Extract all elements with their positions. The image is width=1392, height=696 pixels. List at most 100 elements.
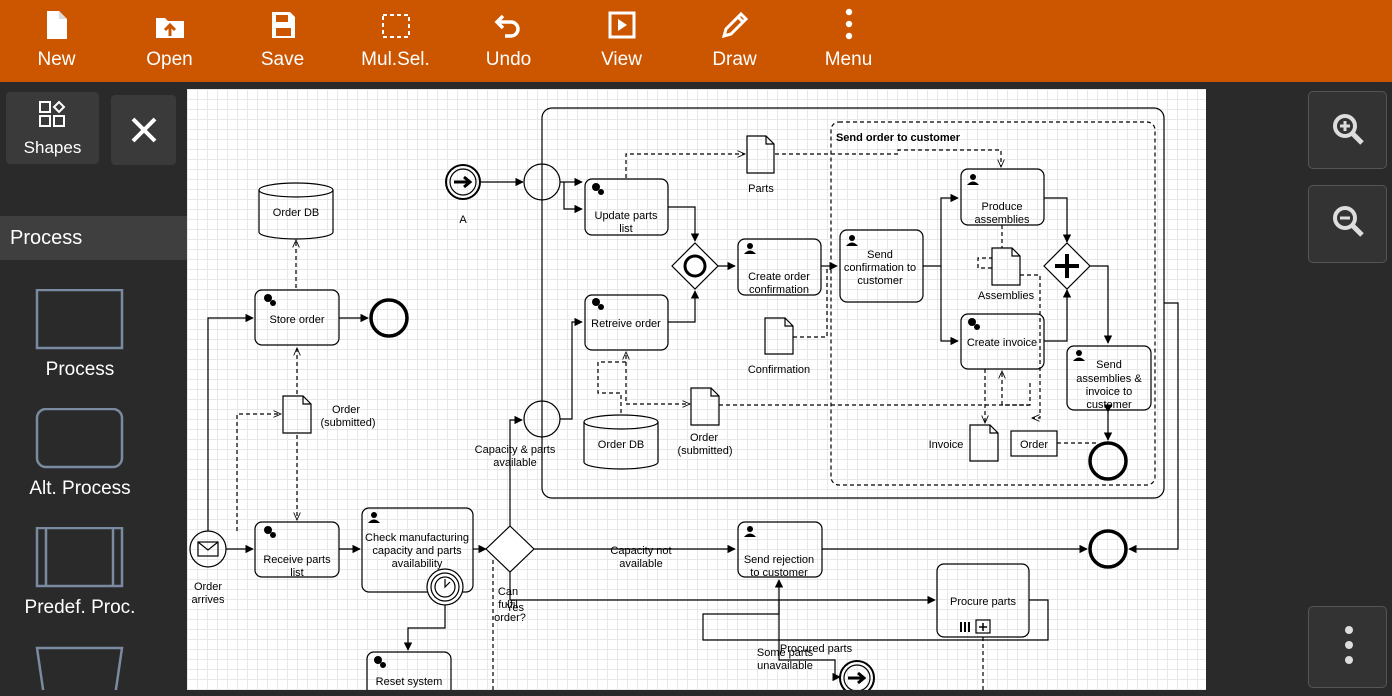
label-capacity-available-2: available [493,457,536,469]
shape-manual-operation[interactable] [0,646,160,696]
label-yes: Yes [506,602,524,614]
label-check-mfg-2: capacity and parts [372,545,462,557]
label-check-mfg-1: Check manufacturing [365,532,469,544]
label-send-rejection-2: to customer [750,567,808,579]
label-update-parts-2: list [619,223,632,235]
undo-icon [494,14,520,38]
manual-operation-shape-icon [35,646,124,696]
task-check-manufacturing[interactable] [361,507,474,593]
label-capacity-not-2: available [619,558,662,570]
shape-alt-process-label: Alt. Process [29,478,131,499]
shape-predefined-process[interactable]: Predef. Proc. [0,526,160,619]
view-button[interactable]: View [565,0,678,82]
data-order-submitted-left[interactable] [282,395,312,434]
view-label: View [601,49,642,70]
shape-process[interactable]: Process [0,288,160,381]
shapes-grid-icon [39,100,66,127]
timer-boundary-event[interactable] [426,568,464,606]
open-folder-icon [155,18,184,38]
label-parts: Parts [748,183,774,195]
label-send-conf-3: customer [857,275,903,287]
alt-process-shape-icon [35,407,124,469]
shape-alt-process[interactable]: Alt. Process [0,407,160,500]
shape-sidebar: Shapes Process Process Alt. Process Pred… [0,82,187,696]
close-icon [131,117,157,143]
order-db-mid[interactable] [583,414,659,470]
label-send-rejection-1: Send rejection [744,554,814,566]
more-vertical-icon [845,8,852,40]
new-file-icon [46,11,67,39]
data-confirmation[interactable] [764,317,794,355]
bpmn-diagram: Send order to customer A Order DB Store … [189,107,1179,690]
gear-icon [264,526,276,538]
save-button[interactable]: Save [226,0,339,82]
label-send-conf-1: Send [867,249,893,261]
menu-button[interactable]: Menu [792,0,905,82]
section-header-process[interactable]: Process [0,216,187,260]
label-confirmation: Confirmation [748,364,810,376]
task-create-order-confirmation[interactable] [737,238,822,296]
close-sidebar-button[interactable] [111,95,176,165]
end-event-store[interactable] [369,298,409,338]
draw-label: Draw [712,49,757,70]
new-button[interactable]: New [0,0,113,82]
order-db-top[interactable] [258,182,334,240]
save-label: Save [260,49,305,70]
multi-select-button[interactable]: Mul.Sel. [339,0,452,82]
gateway-can-fulfil[interactable] [485,525,535,573]
end-event-send[interactable] [1088,441,1128,481]
label-send-assemblies-1: Send [1096,359,1122,371]
end-event-main[interactable] [1088,529,1128,569]
gateway-parallel[interactable] [1043,242,1091,290]
label-reset-system: Reset system [376,676,443,688]
label-receive-parts-2: list [290,567,303,579]
save-icon [271,12,295,38]
multi-select-label: Mul.Sel. [361,49,430,70]
data-parts[interactable] [746,135,775,174]
label-a: A [459,214,467,226]
undo-label: Undo [485,49,532,70]
pool-label: Send order to customer [836,132,961,144]
send-order-pool[interactable] [830,121,1156,486]
gear-icon [592,183,604,195]
menu-label: Menu [824,49,873,70]
zoom-out-icon [1333,206,1364,237]
undo-button[interactable]: Undo [452,0,565,82]
label-can-2: fulfil [498,599,518,611]
data-invoice[interactable] [969,424,999,462]
zoom-in-button[interactable] [1308,91,1387,169]
label-procured-parts: Procured parts [780,643,853,655]
start-message-event[interactable] [189,530,227,568]
open-label: Open [146,49,193,70]
draw-button[interactable]: Draw [678,0,791,82]
view-icon [608,11,635,39]
label-send-conf-2: confirmation to [844,262,916,274]
zoom-out-button[interactable] [1308,185,1387,263]
pencil-icon [721,11,748,39]
new-label: New [37,49,76,70]
data-order-submitted-mid[interactable] [690,387,720,426]
user-icon [1073,350,1085,361]
label-create-invoice: Create invoice [967,337,1037,349]
gateway-inclusive[interactable] [671,242,719,290]
task-reset-system[interactable] [366,651,452,690]
label-store-order: Store order [269,314,324,326]
label-some-parts-1: Some parts [757,647,814,659]
diagram-canvas[interactable]: Send order to customer A Order DB Store … [187,89,1206,690]
label-some-parts-2: unavailable [757,660,813,672]
process-shape-icon [35,288,124,350]
label-update-parts-1: Update parts [595,210,658,222]
open-button[interactable]: Open [113,0,226,82]
label-order: Order [1020,439,1048,451]
more-options-button[interactable] [1308,606,1387,688]
data-assemblies[interactable] [991,247,1021,286]
label-produce-1: Produce [982,201,1023,213]
shapes-label: Shapes [23,138,82,157]
label-capacity-available-1: Capacity & parts [475,444,556,456]
label-invoice: Invoice [929,439,964,451]
more-vertical-icon [1345,626,1353,664]
link-event-bottom[interactable] [839,660,875,690]
gear-icon [374,656,386,668]
link-event-a[interactable] [445,164,481,200]
shapes-button[interactable]: Shapes [6,92,99,164]
